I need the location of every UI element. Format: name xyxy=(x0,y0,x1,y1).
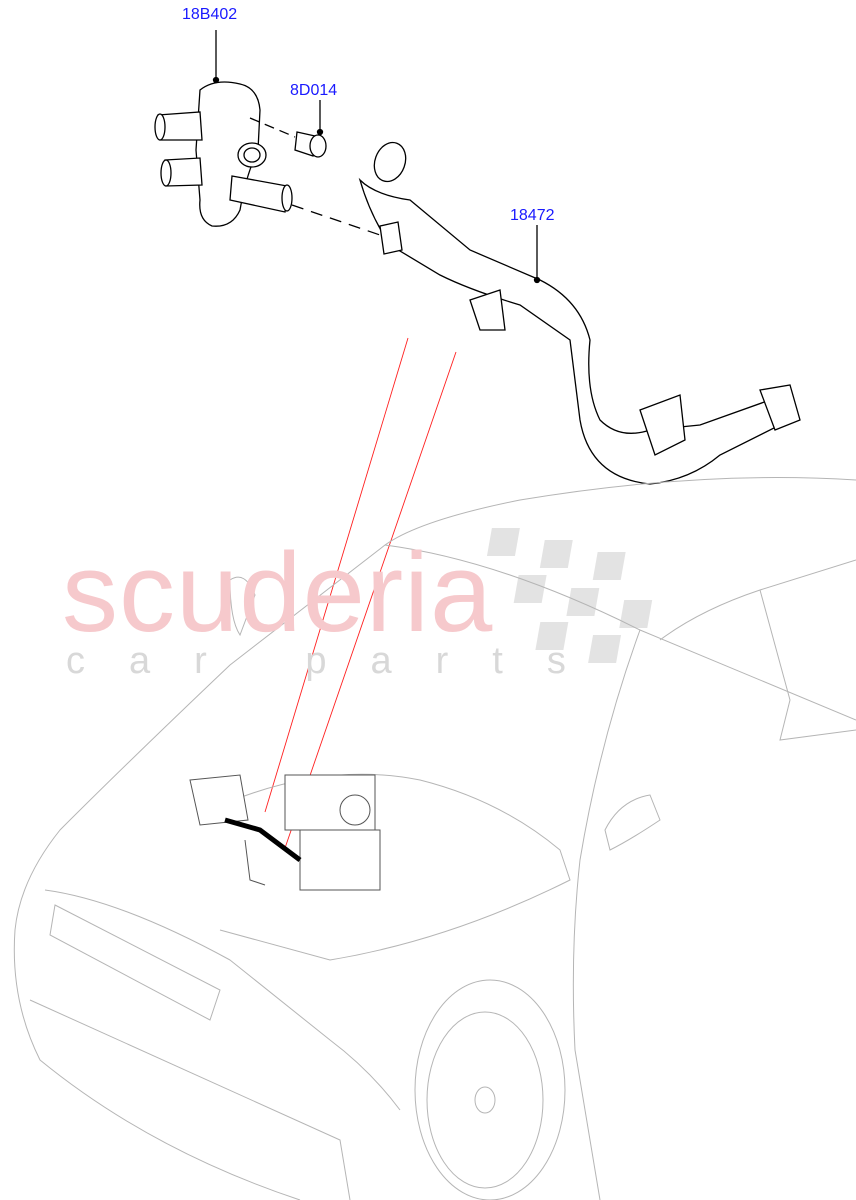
callout-18B402[interactable]: 18B402 xyxy=(182,6,238,23)
assembly-dash-line xyxy=(249,117,296,138)
callout-8D014[interactable]: 8D014 xyxy=(290,82,338,99)
vehicle-outline xyxy=(13,477,856,1200)
locator-line xyxy=(284,351,457,849)
watermark-sub: car parts xyxy=(66,640,610,682)
hvac-module-drawing xyxy=(189,774,381,891)
watermark-brand: scuderia xyxy=(62,530,494,655)
coolant-hose-drawing xyxy=(358,141,801,485)
valve-assembly-drawing xyxy=(154,81,293,227)
locator-line xyxy=(264,337,409,813)
leader-dot xyxy=(316,128,324,136)
assembly-dash-line xyxy=(291,204,381,236)
leader-dot xyxy=(212,76,220,84)
leader-dot xyxy=(533,276,541,284)
plug-drawing xyxy=(294,131,327,158)
watermark-checker xyxy=(486,528,653,663)
callout-18472[interactable]: 18472 xyxy=(510,207,555,224)
